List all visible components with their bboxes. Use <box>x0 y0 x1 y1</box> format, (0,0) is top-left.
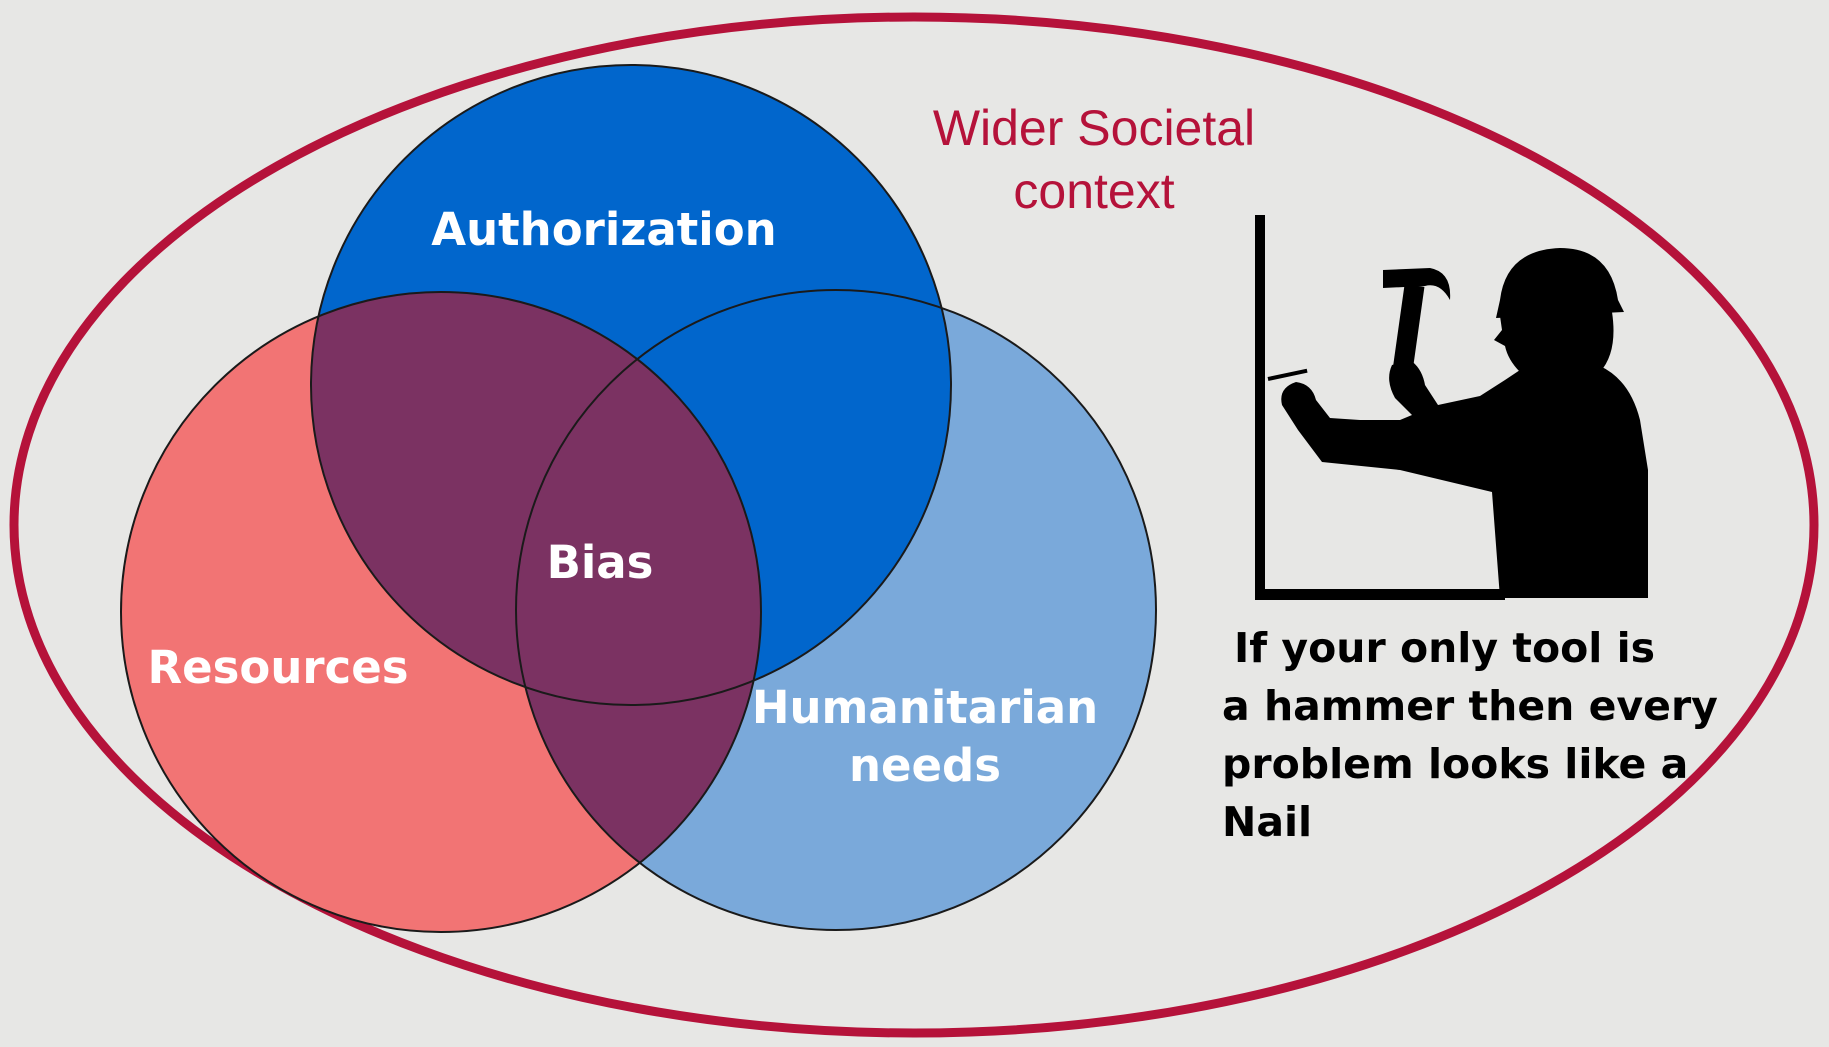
societal-context-ellipse <box>9 12 1819 1038</box>
hammer-worker-silhouette-icon <box>1255 215 1648 600</box>
bias-label: Bias <box>547 536 654 589</box>
context-label-line2: context <box>1013 163 1174 219</box>
humanitarian-label-line1: Humanitarian <box>752 681 1098 734</box>
authorization-circle-outline <box>310 64 952 706</box>
authorization-label: Authorization <box>431 203 776 256</box>
quote-line-2: a hammer then every <box>1222 682 1718 730</box>
humanitarian-label-line2: needs <box>849 739 1001 792</box>
resources-circle-outline <box>120 291 762 933</box>
resources-label: Resources <box>147 641 408 694</box>
quote-line-1: If your only tool is <box>1234 624 1655 672</box>
context-label-line1: Wider Societal <box>933 100 1255 156</box>
humanitarian-circle-outline <box>515 289 1157 931</box>
quote-line-4: Nail <box>1222 798 1312 846</box>
resources-humanitarian-overlap <box>516 292 761 930</box>
quote-line-3: problem looks like a <box>1222 740 1688 788</box>
